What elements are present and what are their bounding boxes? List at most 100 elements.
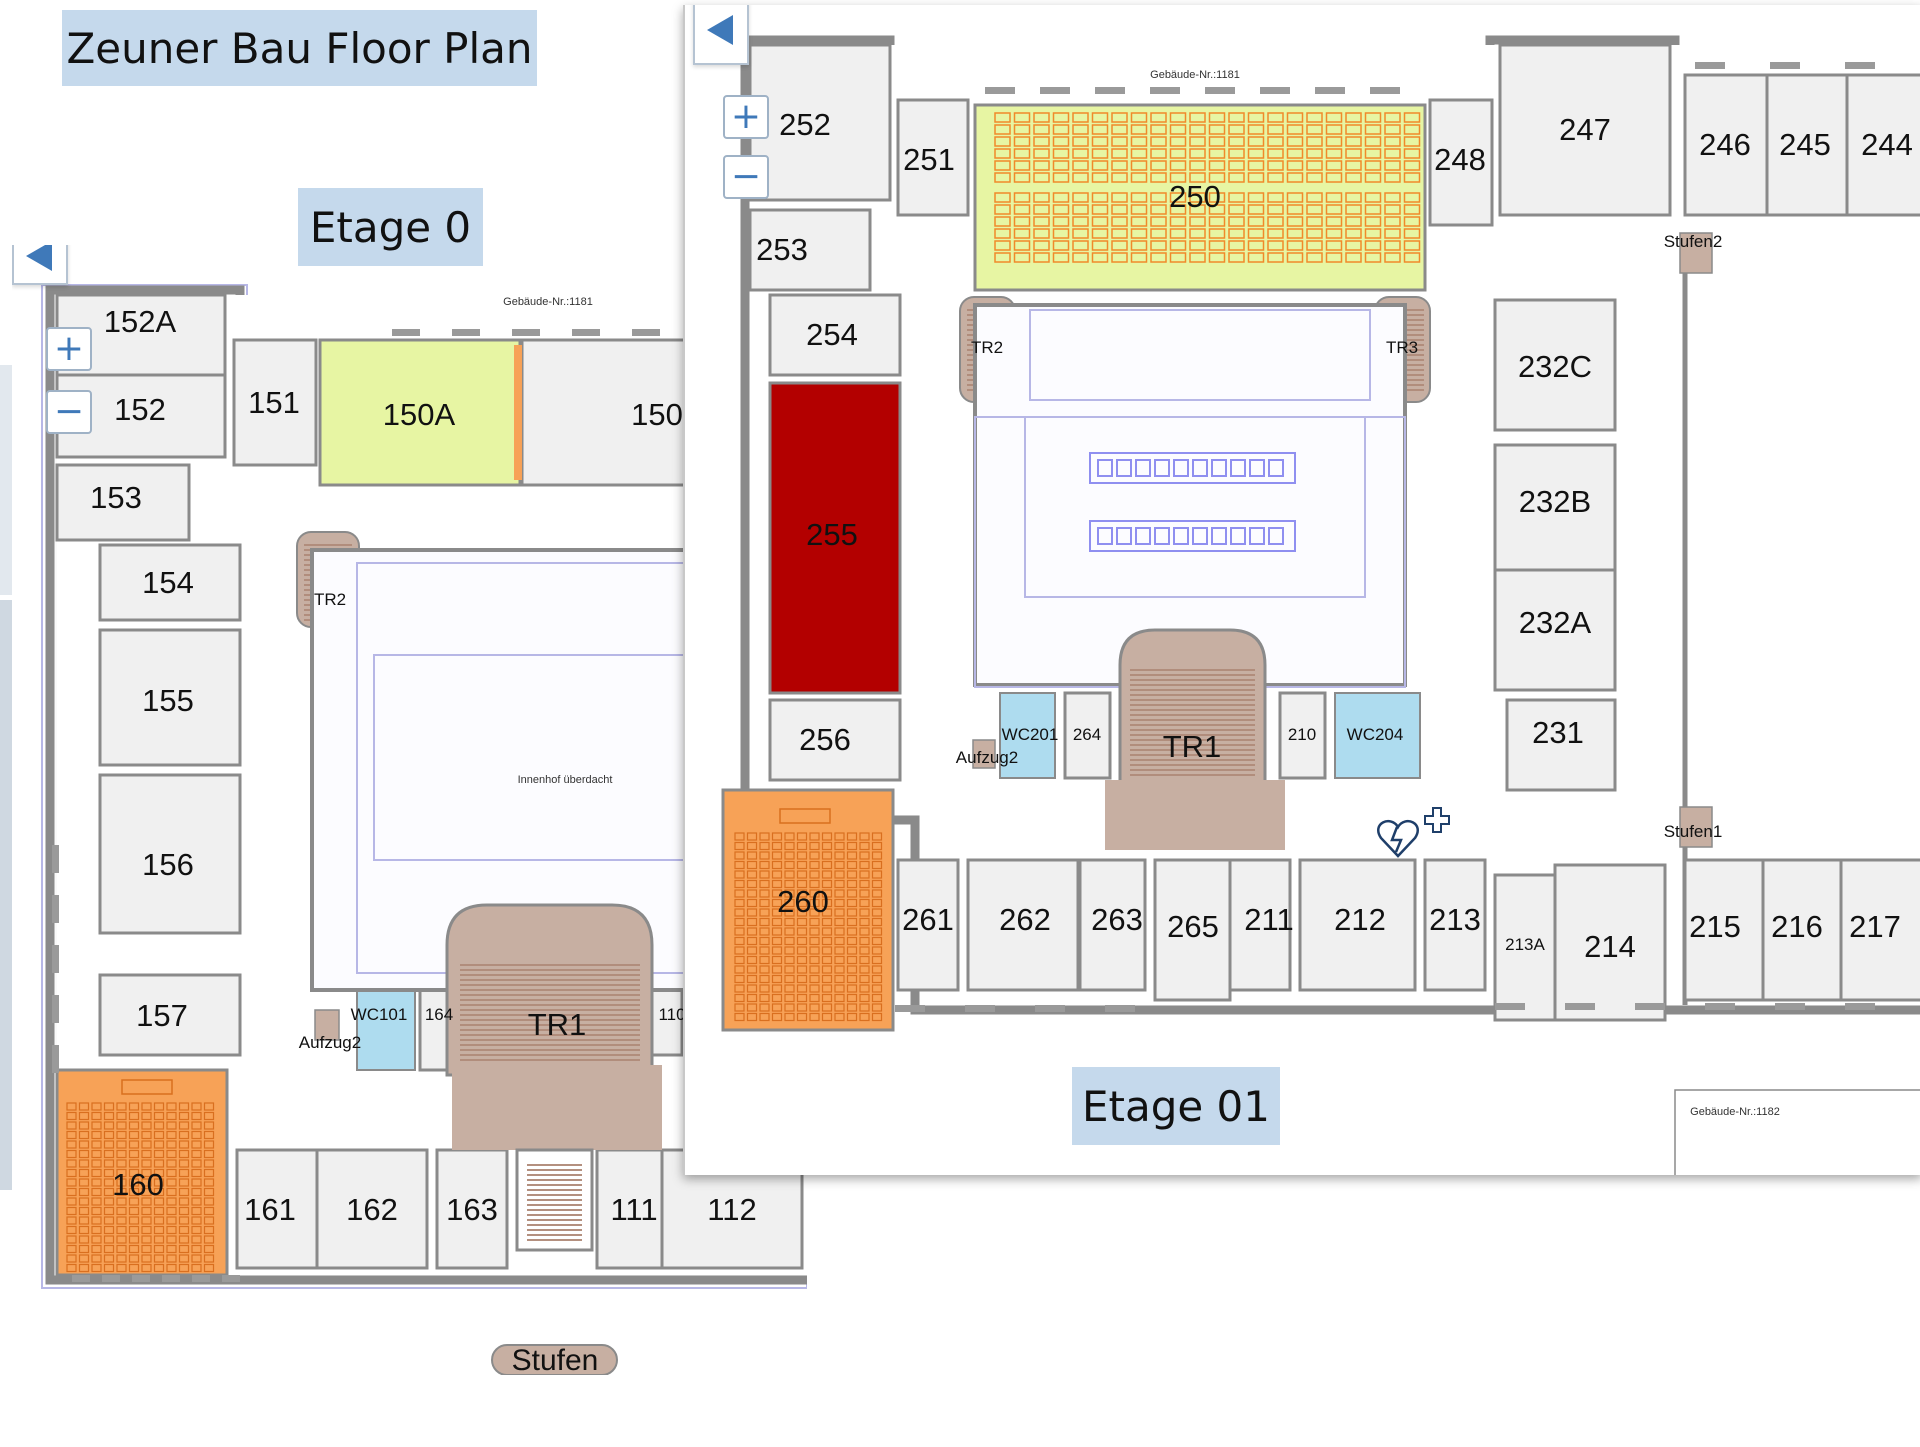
seat: [994, 192, 1011, 203]
seat: [203, 1254, 215, 1263]
floor1-map[interactable]: 252 253 251 250 248 247 246 245 244 254 …: [683, 5, 1920, 1175]
seat: [846, 1003, 858, 1012]
room-155: [98, 628, 242, 767]
seat: [1384, 124, 1401, 135]
seat: [796, 927, 808, 936]
bench: [1116, 459, 1132, 477]
window: [102, 1275, 120, 1282]
floor0-zoom-in-button[interactable]: +: [46, 327, 92, 371]
seat: [821, 993, 833, 1003]
seat: [141, 1216, 152, 1225]
seat: [166, 1159, 177, 1168]
seat: [846, 965, 858, 974]
seat: [103, 1254, 115, 1263]
seat: [91, 1168, 102, 1178]
seat: [994, 204, 1011, 215]
seat: [141, 1235, 152, 1244]
room-216: [1761, 858, 1843, 1002]
seat: [859, 1012, 870, 1022]
floor0-back-button[interactable]: [12, 245, 68, 285]
seat: [821, 851, 833, 860]
seat: [1228, 124, 1245, 135]
seat: [871, 879, 883, 889]
seat: [859, 974, 870, 984]
seat: [1267, 204, 1284, 215]
seat: [771, 879, 783, 889]
floor1-back-button[interactable]: [693, 5, 749, 65]
seat: [1072, 148, 1089, 159]
seat: [116, 1140, 127, 1149]
seat: [1364, 160, 1382, 171]
seat: [809, 851, 820, 860]
room-214: [1553, 863, 1667, 1022]
seat: [66, 1225, 77, 1235]
seat: [78, 1187, 90, 1197]
window: [632, 329, 660, 336]
seat: [166, 1254, 177, 1263]
seat: [821, 946, 833, 955]
room-232A: [1493, 568, 1617, 692]
seat: [1306, 160, 1323, 171]
floor1-zoom-in-button[interactable]: +: [723, 95, 769, 139]
seat: [1150, 136, 1167, 147]
bench: [1135, 459, 1151, 477]
seat: [153, 1216, 165, 1225]
seat: [1169, 124, 1187, 135]
seat: [1345, 148, 1362, 159]
seat: [784, 927, 795, 936]
seat: [771, 832, 783, 841]
label-251: 251: [903, 142, 955, 177]
seat: [78, 1178, 90, 1187]
floor1-zoom-out-button[interactable]: −: [723, 155, 769, 199]
seat: [809, 1012, 820, 1022]
seat: [1364, 228, 1382, 239]
seat: [1072, 112, 1089, 123]
seat: [771, 851, 783, 860]
seat: [809, 984, 820, 993]
zoom-in-icon: +: [53, 328, 85, 369]
seat: [1091, 148, 1109, 159]
seat: [994, 252, 1011, 263]
seat: [203, 1149, 215, 1159]
seat: [1403, 192, 1421, 203]
bench-frame: [1089, 520, 1296, 552]
seat: [846, 927, 858, 936]
floor0-zoom-out-button[interactable]: −: [46, 390, 92, 434]
seat: [203, 1235, 215, 1244]
seat: [128, 1168, 140, 1178]
seat: [846, 898, 858, 908]
window: [72, 1275, 90, 1282]
bench: [1230, 459, 1246, 477]
seat: [1013, 136, 1031, 147]
label-aufzug: Aufzug2: [299, 1033, 361, 1052]
seat: [78, 1197, 90, 1206]
label-stufen: Stufen: [512, 1344, 599, 1375]
seat: [66, 1121, 77, 1130]
seat: [821, 889, 833, 898]
window: [1105, 1005, 1135, 1012]
seat: [1228, 160, 1245, 171]
seat: [1033, 148, 1050, 159]
seat: [859, 993, 870, 1003]
seat: [1169, 172, 1187, 183]
floor0-map[interactable]: 152A 152 151 150A 150 153 154 155 156 15…: [12, 245, 807, 1375]
seat: [116, 1206, 127, 1216]
seat: [91, 1140, 102, 1149]
window: [52, 1045, 59, 1073]
window: [192, 1275, 210, 1282]
seat: [1033, 216, 1050, 227]
seat: [834, 841, 845, 851]
seat: [1228, 204, 1245, 215]
label-156: 156: [142, 847, 194, 882]
seat: [1228, 252, 1245, 263]
seat: [166, 1244, 177, 1254]
label-163: 163: [446, 1192, 498, 1227]
floor0-title-text: Etage 0: [309, 202, 472, 252]
seat: [1150, 124, 1167, 135]
seat: [116, 1149, 127, 1159]
seat: [128, 1111, 140, 1121]
seat: [834, 889, 845, 898]
seat: [153, 1178, 165, 1187]
seat: [994, 124, 1011, 135]
seat: [1169, 228, 1187, 239]
